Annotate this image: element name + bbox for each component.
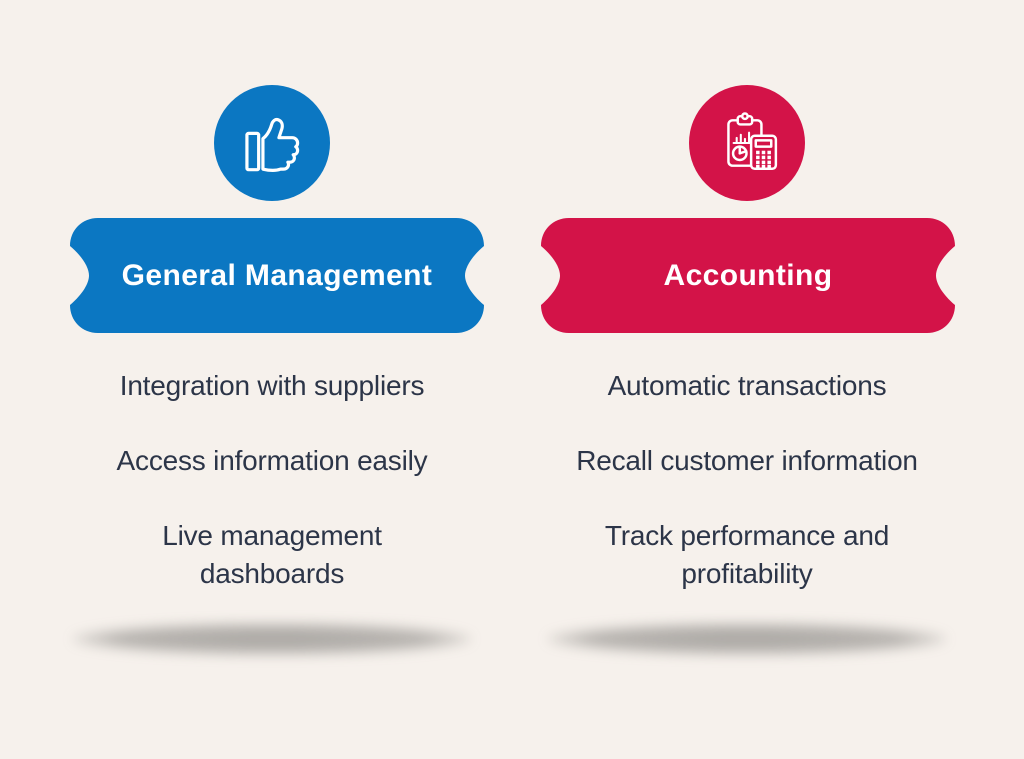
feature-item: Automatic transactions bbox=[607, 370, 887, 401]
ribbon-shape bbox=[70, 218, 484, 333]
ribbon-banner-general-management: General Management bbox=[70, 218, 484, 333]
ribbon-banner-accounting: Accounting bbox=[541, 218, 955, 333]
feature-item: Live management dashboards bbox=[162, 520, 382, 589]
clipboard-calculator-icon bbox=[727, 112, 778, 171]
feature-item: Access information easily bbox=[116, 445, 428, 476]
feature-item: Recall customer information bbox=[576, 445, 918, 476]
feature-list-general-management: Integration with suppliers Access inform… bbox=[52, 367, 492, 630]
thumbs-up-icon bbox=[245, 117, 300, 172]
feature-list-accounting: Automatic transactions Recall customer i… bbox=[527, 367, 967, 630]
column-title: General Management bbox=[121, 258, 433, 292]
pie-chart-glyph bbox=[731, 145, 748, 162]
ribbon-shape bbox=[541, 218, 955, 333]
clip-knob bbox=[741, 112, 749, 121]
calculator-glyph bbox=[749, 134, 778, 171]
shadow-ellipse bbox=[72, 623, 472, 655]
bar-chart-glyph bbox=[732, 131, 753, 145]
feature-item: Track performance and profitability bbox=[604, 520, 890, 589]
icon-badge-accounting bbox=[689, 85, 805, 201]
feature-item: Integration with suppliers bbox=[119, 370, 425, 401]
icon-badge-general-management bbox=[214, 85, 330, 201]
shadow-ellipse bbox=[547, 623, 947, 655]
column-title: Accounting bbox=[663, 258, 833, 292]
